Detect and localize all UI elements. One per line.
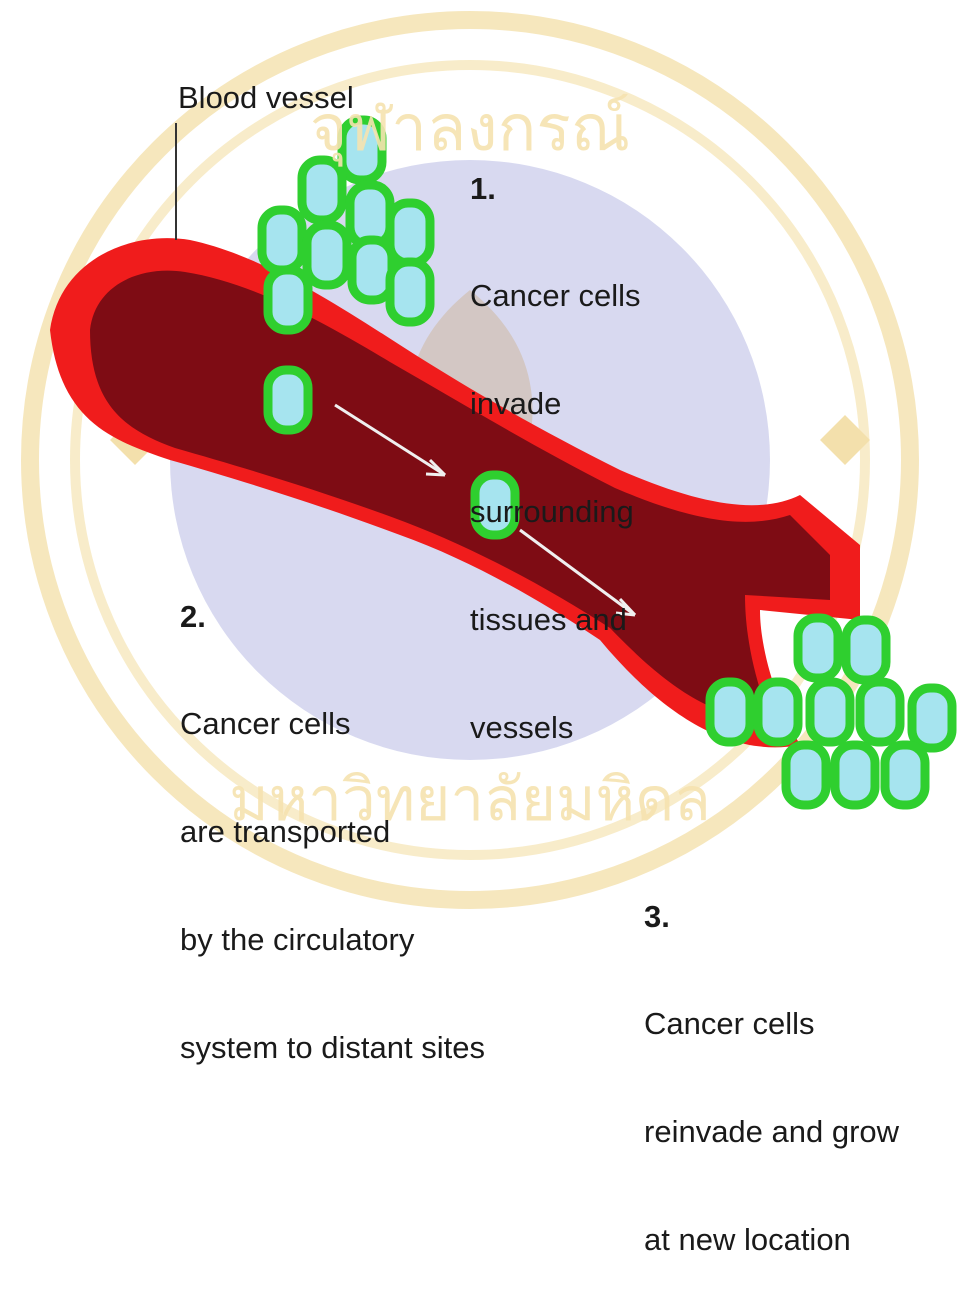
cancer-cell [835, 745, 875, 805]
cancer-cell [710, 682, 750, 742]
cancer-cell [798, 618, 838, 678]
step-2-line: Cancer cells [180, 706, 485, 742]
step-3-line: reinvade and grow [644, 1114, 899, 1150]
cancer-cell [885, 745, 925, 805]
cancer-cell [268, 270, 308, 330]
cancer-cell [307, 225, 347, 285]
step-2-label: 2. Cancer cells are transported by the c… [180, 528, 485, 1102]
step-1-line: invade [470, 386, 641, 422]
label-blood-vessel: Blood vessel [178, 80, 354, 116]
cancer-cell [912, 688, 952, 748]
cancer-cell [390, 262, 430, 322]
cancer-cell [302, 160, 342, 220]
step-3-number: 3. [644, 900, 899, 934]
step-3-line: at new location [644, 1222, 899, 1258]
cancer-cell [262, 210, 302, 270]
cancer-cell [786, 745, 826, 805]
cell-in-transit-1 [268, 370, 308, 430]
cancer-cell [810, 682, 850, 742]
step-1-line: tissues and [470, 602, 641, 638]
cancer-cell [860, 682, 900, 742]
step-2-line: by the circulatory [180, 922, 485, 958]
cancer-cell [758, 682, 798, 742]
step-3-label: 3. Cancer cells reinvade and grow at new… [644, 828, 899, 1294]
step-2-line: are transported [180, 814, 485, 850]
step-1-line: surrounding [470, 494, 641, 530]
step-3-line: Cancer cells [644, 1006, 899, 1042]
step-1-number: 1. [470, 172, 641, 206]
step-2-line: system to distant sites [180, 1030, 485, 1066]
step-2-number: 2. [180, 600, 485, 634]
step-1-line: Cancer cells [470, 278, 641, 314]
cancer-cell [846, 620, 886, 680]
step-1-label: 1. Cancer cells invade surrounding tissu… [470, 100, 641, 782]
step-1-line: vessels [470, 710, 641, 746]
